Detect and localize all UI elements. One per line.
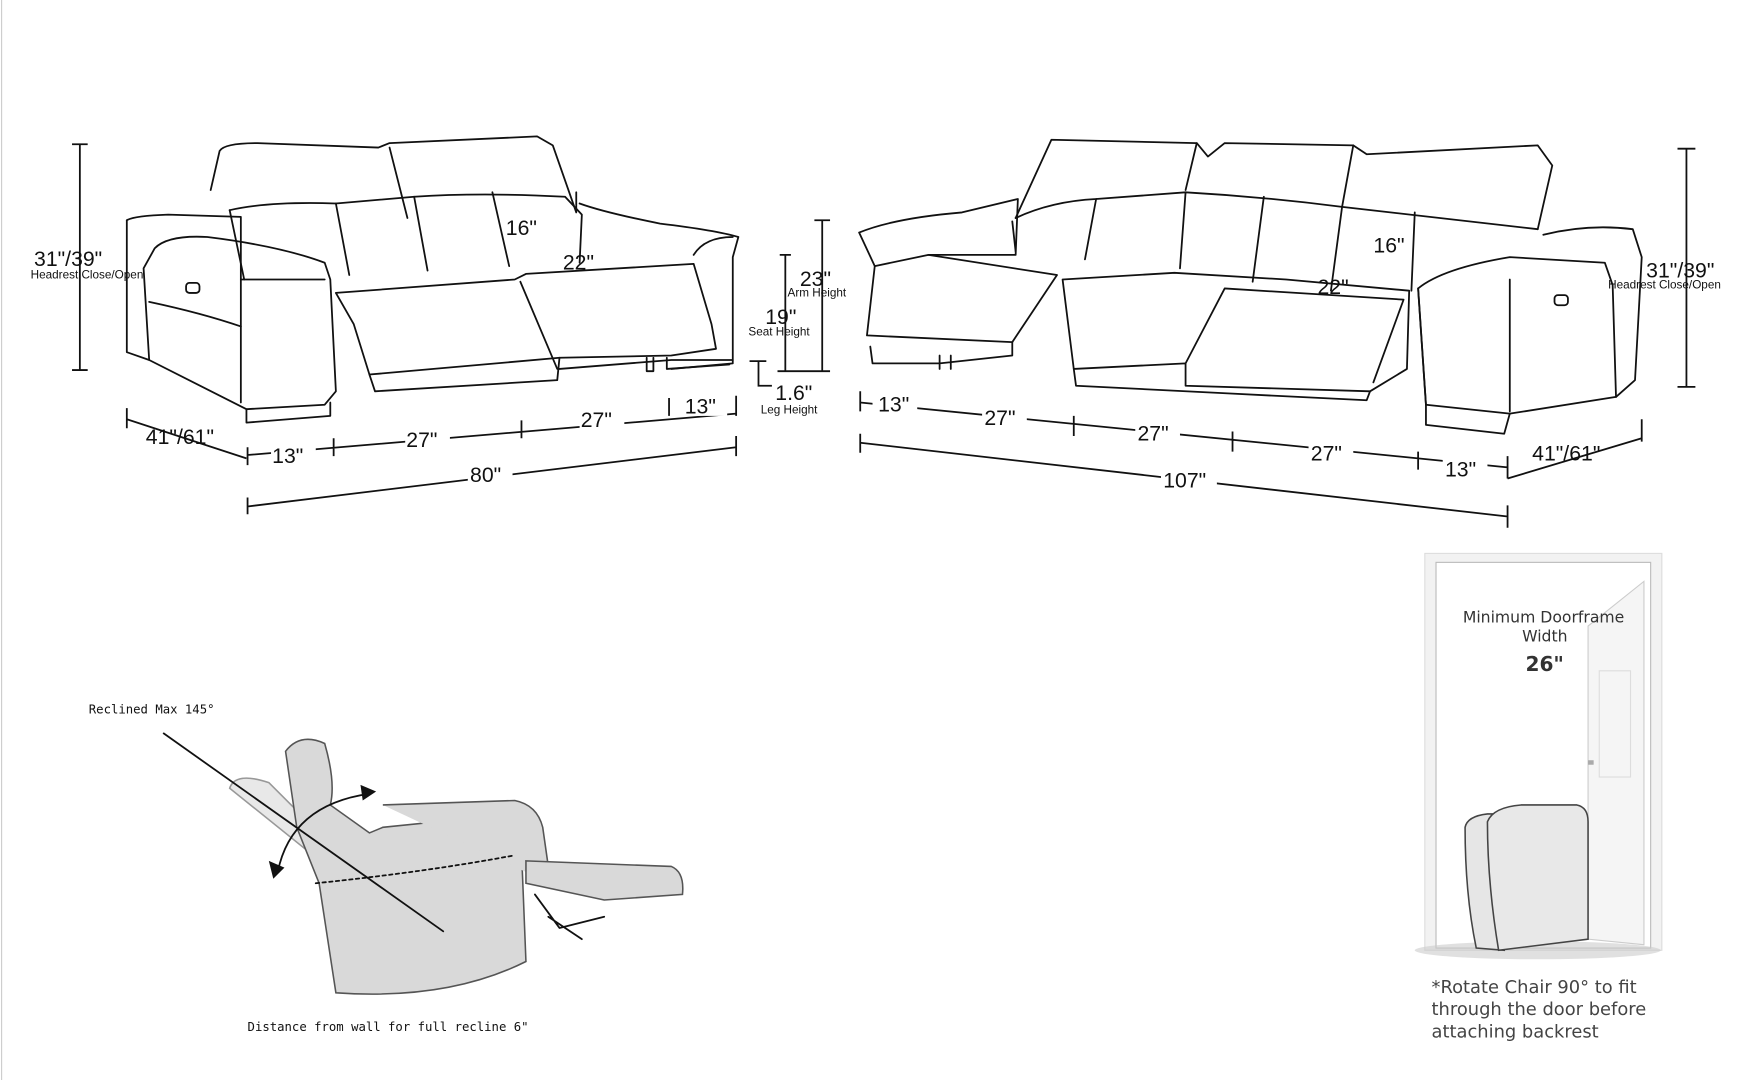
sofa-height-label: Headrest Close/Open — [1608, 278, 1721, 291]
loveseat-dimensions: 31"/39" Headrest Close/Open 16" 22" 23" … — [31, 143, 847, 515]
recliner-drawing: Reclined Max 145° Distance from wall for… — [89, 702, 684, 1034]
sofa-segment-1: 13" — [878, 392, 909, 416]
loveseat-leg-height-label: Leg Height — [761, 404, 818, 417]
loveseat-height: 31"/39" — [34, 247, 102, 271]
recliner-wall-label: Distance from wall for full recline 6" — [248, 1020, 529, 1034]
loveseat-drawing — [125, 135, 740, 424]
loveseat-segment-4: 13" — [685, 395, 716, 419]
doorframe-note-line1: *Rotate Chair 90° to fit — [1432, 977, 1637, 998]
sofa-depth: 41"/61" — [1532, 442, 1600, 466]
doorframe-note-line2: through the door before — [1432, 999, 1647, 1020]
doorframe-title-line2: Width — [1522, 627, 1567, 646]
loveseat-arm-height: 23" — [800, 267, 831, 291]
doorframe-title-line1: Minimum Doorframe — [1463, 608, 1624, 627]
sofa-seat-width: 22" — [1317, 275, 1348, 299]
loveseat-back-depth: 16" — [506, 216, 537, 240]
recliner-angle-label: Reclined Max 145° — [89, 702, 215, 716]
sofa-height: 31"/39" — [1646, 258, 1714, 282]
doorframe-illustration: Minimum Doorframe Width 26" *Rotate Chai… — [1414, 552, 1663, 1043]
loveseat-leg-height: 1.6" — [775, 381, 812, 405]
loveseat-segment-1: 13" — [272, 444, 303, 468]
doorframe-note-line3: attaching backrest — [1432, 1022, 1599, 1043]
loveseat-total-width: 80" — [470, 463, 501, 487]
sofa-segment-2: 27" — [984, 406, 1015, 430]
loveseat-seat-width: 22" — [563, 250, 594, 274]
sofa-segment-3: 27" — [1137, 421, 1168, 445]
loveseat-seat-height: 19" — [765, 305, 796, 329]
loveseat-depth: 41"/61" — [146, 425, 214, 449]
loveseat-segment-2: 27" — [406, 428, 437, 452]
loveseat-seat-height-label: Seat Height — [748, 325, 810, 338]
loveseat-arm-height-label: Arm Height — [788, 286, 847, 299]
loveseat-segment-3: 27" — [581, 408, 612, 432]
doorframe-width: 26" — [1525, 652, 1563, 676]
sofa-back-depth: 16" — [1373, 234, 1404, 258]
loveseat-height-label: Headrest Close/Open — [31, 268, 144, 281]
sofa-drawing — [858, 138, 1643, 435]
sofa-dimensions: 31"/39" Headrest Close/Open 16" 22" 13" … — [859, 147, 1721, 528]
sofa-segment-4: 27" — [1311, 442, 1342, 466]
sofa-segment-5: 13" — [1445, 457, 1476, 481]
sofa-total-width: 107" — [1163, 468, 1206, 492]
